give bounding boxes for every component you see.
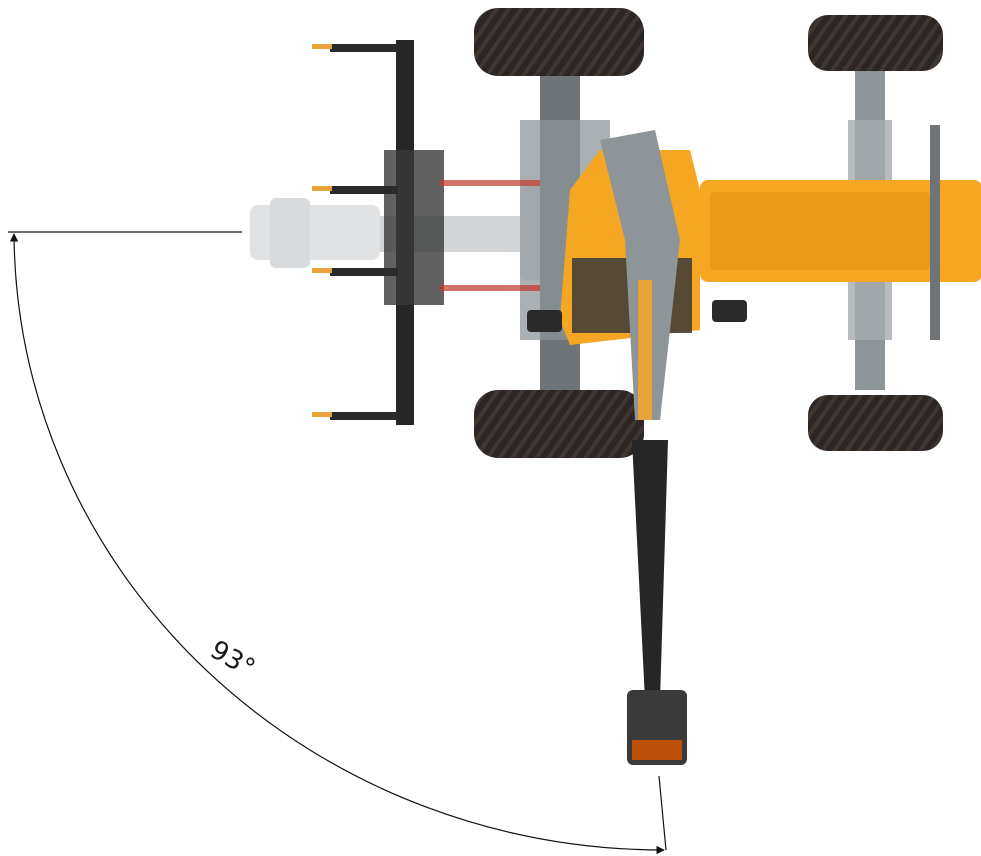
front-right-wheel xyxy=(474,390,644,458)
engine-cover xyxy=(700,125,981,340)
swing-arc xyxy=(9,233,665,855)
rear-left-wheel xyxy=(808,15,943,71)
rear-right-wheel xyxy=(808,395,943,451)
boom-axis-line xyxy=(658,775,667,851)
front-left-wheel xyxy=(474,8,644,76)
